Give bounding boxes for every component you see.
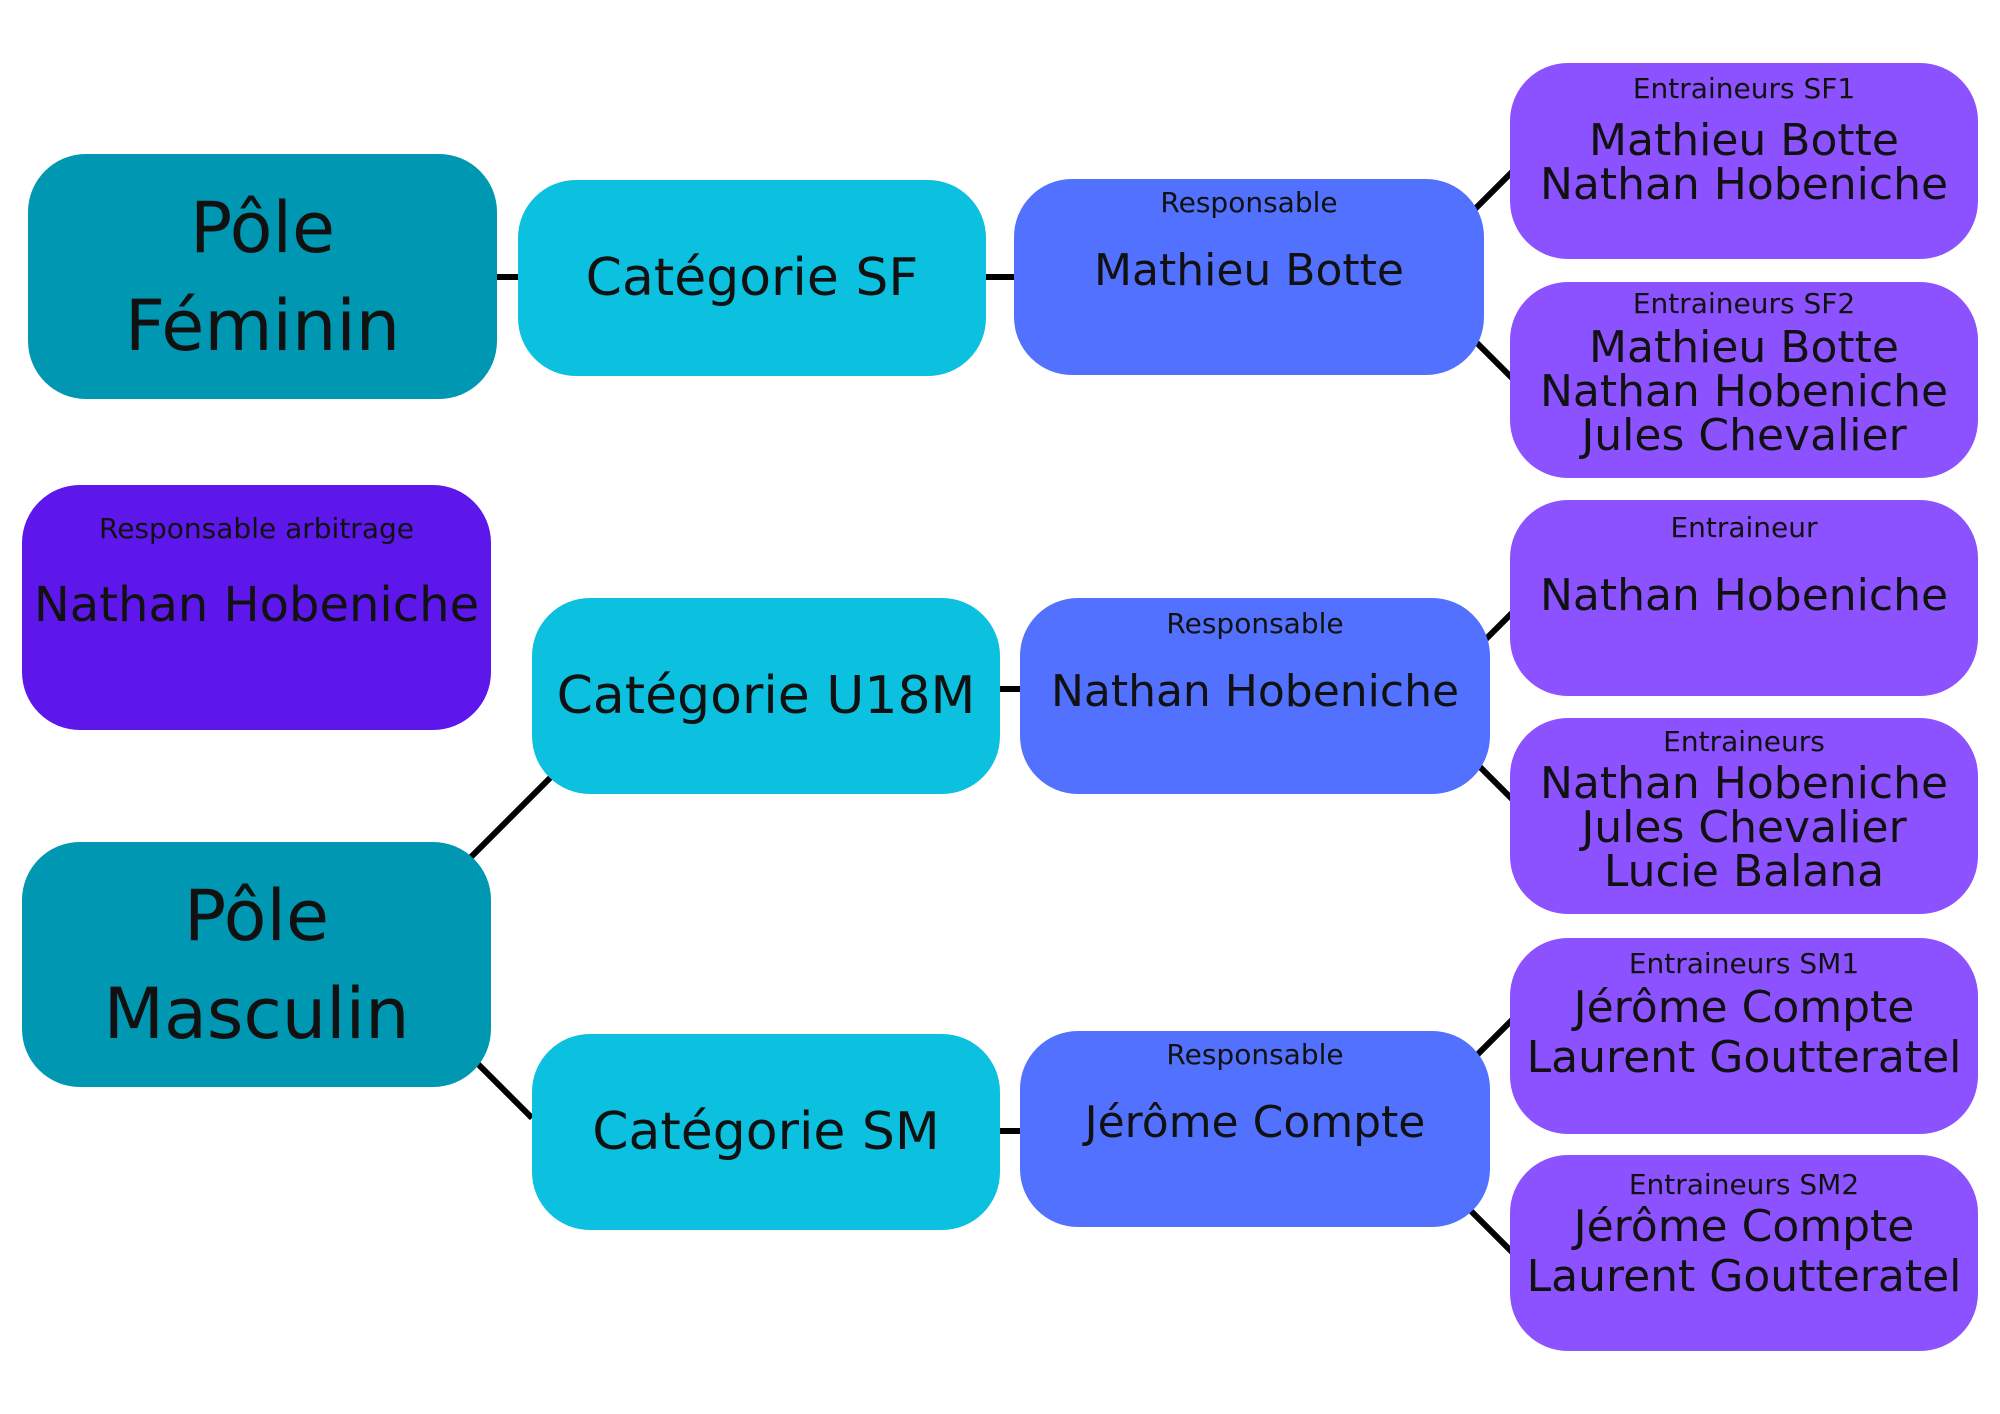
responsable-sm-title: Responsable — [1166, 1038, 1344, 1071]
categorie-u18m-label: Catégorie U18M — [556, 666, 976, 726]
entraineurs-sf2-box: Entraineurs SF2 Mathieu Botte Nathan Hob… — [1510, 282, 1978, 478]
responsable-sm-box: Responsable Jérôme Compte — [1020, 1031, 1490, 1227]
entraineur-name: Laurent Goutteratel — [1526, 1251, 1962, 1302]
entraineur-name: Nathan Hobeniche — [1539, 570, 1949, 621]
pole-masculin-box: Pôle Masculin — [22, 842, 491, 1087]
responsable-u18m-box: Responsable Nathan Hobeniche — [1020, 598, 1490, 794]
responsable-u18m-title: Responsable — [1166, 607, 1344, 640]
entraineurs-u18m-2-names: Nathan Hobeniche Jules Chevalier Lucie B… — [1540, 762, 1948, 894]
pole-feminin-box: Pôle Féminin — [28, 154, 497, 399]
entraineur-name: Nathan Hobeniche — [1539, 159, 1949, 210]
entraineurs-u18m-2-title: Entraineurs — [1663, 725, 1825, 758]
entraineurs-sf2-names: Mathieu Botte Nathan Hobeniche Jules Che… — [1540, 326, 1948, 458]
entraineurs-sf1-names: Mathieu Botte Nathan Hobeniche — [1540, 119, 1948, 207]
entraineur-name: Nathan Hobeniche — [1539, 758, 1949, 809]
entraineurs-sm1-names: Jérôme Compte Laurent Goutteratel — [1527, 986, 1962, 1080]
entraineur-name: Jules Chevalier — [1581, 410, 1907, 461]
entraineurs-sf2-title: Entraineurs SF2 — [1632, 287, 1856, 320]
responsable-arbitrage-name: Nathan Hobeniche — [33, 577, 480, 633]
connector-pole-masculin-sm — [471, 1057, 535, 1121]
entraineur-name: Laurent Goutteratel — [1526, 1032, 1962, 1083]
connector-u18m-resp-coach2 — [1475, 762, 1515, 802]
pole-masculin-line2: Masculin — [103, 972, 410, 1055]
entraineur-u18m-1-box: Entraineur Nathan Hobeniche — [1510, 500, 1978, 696]
responsable-arbitrage-box: Responsable arbitrage Nathan Hobeniche — [22, 485, 491, 730]
entraineurs-sm1-box: Entraineurs SM1 Jérôme Compte Laurent Go… — [1510, 938, 1978, 1134]
entraineur-name: Jérôme Compte — [1573, 982, 1915, 1033]
connector-sf-resp-sf1 — [1471, 169, 1515, 213]
categorie-u18m-box: Catégorie U18M — [532, 598, 1000, 794]
entraineurs-sm2-names: Jérôme Compte Laurent Goutteratel — [1527, 1205, 1962, 1299]
entraineurs-u18m-2-box: Entraineurs Nathan Hobeniche Jules Cheva… — [1510, 718, 1978, 914]
entraineurs-sf1-title: Entraineurs SF1 — [1632, 72, 1856, 105]
connector-sm-resp-sm1 — [1473, 1017, 1515, 1059]
entraineur-name: Mathieu Botte — [1589, 322, 1899, 373]
entraineur-u18m-1-names: Nathan Hobeniche — [1540, 574, 1948, 618]
connector-pole-masculin-u18m — [467, 773, 555, 861]
responsable-sm-name: Jérôme Compte — [1084, 1097, 1426, 1148]
entraineur-name: Nathan Hobeniche — [1539, 366, 1949, 417]
connector-u18m-resp-coach1 — [1481, 610, 1515, 644]
entraineurs-sm2-box: Entraineurs SM2 Jérôme Compte Laurent Go… — [1510, 1155, 1978, 1351]
connector-sm-resp-sm2 — [1463, 1203, 1515, 1255]
entraineurs-sm2-title: Entraineurs SM2 — [1628, 1168, 1860, 1201]
categorie-sm-box: Catégorie SM — [532, 1034, 1000, 1230]
entraineur-u18m-1-title: Entraineur — [1670, 511, 1818, 544]
categorie-sm-label: Catégorie SM — [592, 1102, 940, 1162]
responsable-sf-name: Mathieu Botte — [1094, 245, 1404, 296]
pole-masculin-line1: Pôle — [183, 874, 330, 957]
responsable-u18m-name: Nathan Hobeniche — [1050, 666, 1460, 717]
connector-sf-resp-sf2 — [1471, 337, 1515, 381]
entraineurs-sf1-box: Entraineurs SF1 Mathieu Botte Nathan Hob… — [1510, 63, 1978, 259]
categorie-sf-box: Catégorie SF — [518, 180, 986, 376]
pole-feminin-line2: Féminin — [124, 284, 401, 367]
responsable-sf-title: Responsable — [1160, 186, 1338, 219]
entraineur-name: Jules Chevalier — [1581, 802, 1907, 853]
responsable-sf-box: Responsable Mathieu Botte — [1014, 179, 1484, 375]
pole-feminin-line1: Pôle — [189, 186, 336, 269]
categorie-sf-label: Catégorie SF — [585, 248, 919, 308]
entraineur-name: Lucie Balana — [1603, 846, 1885, 897]
entraineur-name: Mathieu Botte — [1589, 115, 1899, 166]
entraineurs-sm1-title: Entraineurs SM1 — [1628, 947, 1860, 980]
responsable-arbitrage-title: Responsable arbitrage — [99, 512, 414, 545]
entraineur-name: Jérôme Compte — [1573, 1201, 1915, 1252]
